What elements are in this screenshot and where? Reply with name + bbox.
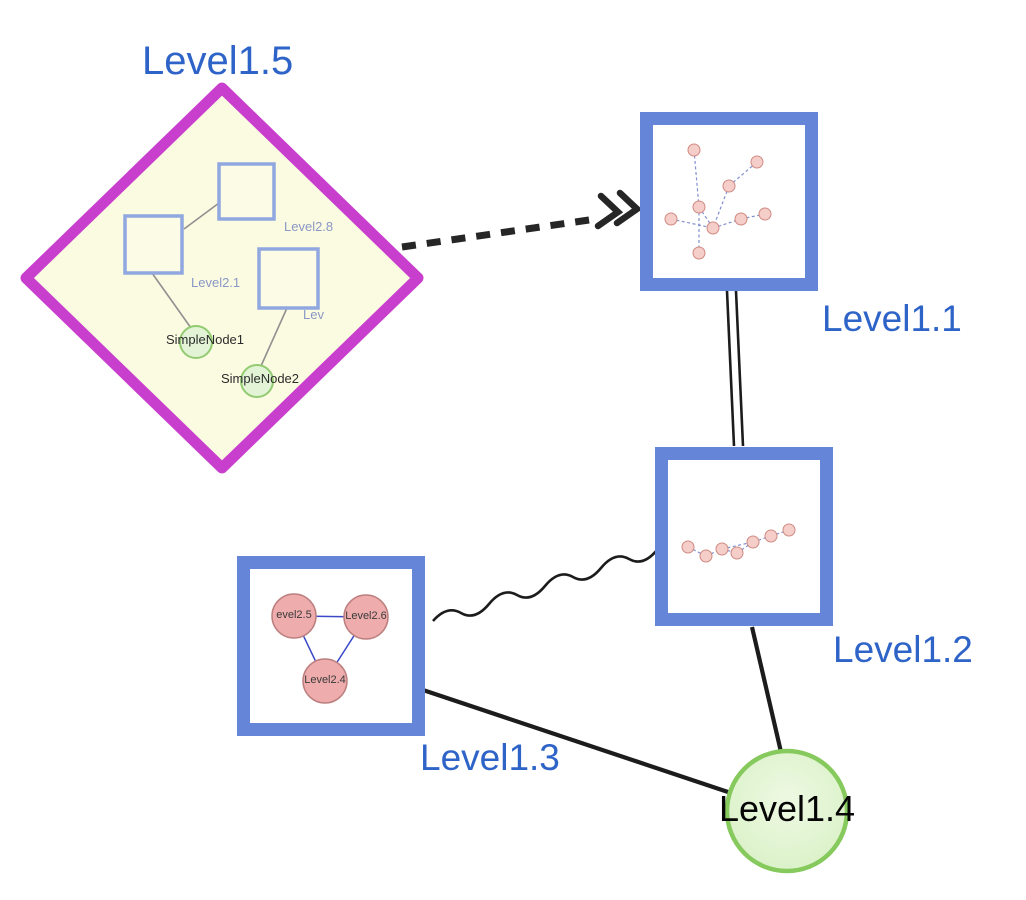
level1-4-node[interactable] (724, 748, 850, 874)
level1-2-group-node[interactable] (655, 447, 833, 626)
simplenode2-node[interactable] (240, 364, 274, 398)
level1-1-label: Level1.1 (822, 298, 962, 339)
simplenode1-label: SimpleNode1 (165, 332, 245, 347)
mini-node[interactable] (715, 542, 729, 556)
mini-node[interactable] (706, 221, 720, 235)
mini-node[interactable] (664, 212, 678, 226)
edge-lev-simplenode2[interactable] (260, 307, 288, 367)
mini-node[interactable] (782, 523, 796, 537)
edge-level13-level14[interactable] (419, 687, 729, 794)
mini-node[interactable] (746, 535, 760, 549)
level2-1-label: Level2.1 (191, 275, 241, 290)
level1-5-group-node[interactable] (20, 82, 424, 474)
mini-node[interactable] (730, 546, 744, 560)
lev-label: Lev (303, 307, 324, 322)
level2-4-label: Level2.4 (304, 674, 346, 686)
level1-3-label: Level1.3 (420, 737, 560, 778)
edge-level13-level12[interactable] (432, 549, 659, 622)
level2-6-node[interactable] (343, 594, 389, 640)
mini-node[interactable] (758, 207, 772, 221)
level1-2-mini-nodes (681, 523, 796, 563)
mini-node[interactable] (692, 200, 706, 214)
level1-3-group-node[interactable] (237, 556, 425, 736)
edge-level21-simplenode1[interactable] (151, 272, 192, 329)
level1-1-group-node[interactable] (640, 112, 818, 291)
level2-4-node[interactable] (302, 658, 348, 704)
level2-1-node[interactable] (123, 214, 184, 275)
level2-5-label: evel2.5 (276, 609, 312, 621)
mini-node[interactable] (681, 540, 695, 554)
edge-level11-level12[interactable] (725, 290, 745, 447)
edge-level12-level14[interactable] (749, 626, 784, 753)
edge-level21-level28[interactable] (183, 202, 220, 230)
edge-level15-level11[interactable] (401, 189, 643, 251)
mini-node[interactable] (750, 155, 764, 169)
level2-6-label: Level2.6 (345, 610, 387, 622)
level1-5-label: Level1.5 (142, 39, 294, 83)
simplenode2-label: SimpleNode2 (220, 371, 300, 386)
simplenode1-node[interactable] (179, 325, 213, 359)
level1-1-mini-nodes (664, 143, 772, 260)
mini-node[interactable] (722, 179, 736, 193)
level1-2-label: Level1.2 (833, 629, 973, 670)
level2-8-label: Level2.8 (284, 219, 334, 234)
mini-node[interactable] (687, 143, 701, 157)
level1-4-label: Level1.4 (718, 788, 856, 829)
level2-5-node[interactable] (271, 593, 317, 639)
mini-node[interactable] (692, 246, 706, 260)
lev-node[interactable] (257, 247, 320, 310)
level2-8-node[interactable] (217, 162, 276, 221)
mini-node[interactable] (699, 549, 713, 563)
mini-node[interactable] (764, 529, 778, 543)
mini-node[interactable] (734, 212, 748, 226)
